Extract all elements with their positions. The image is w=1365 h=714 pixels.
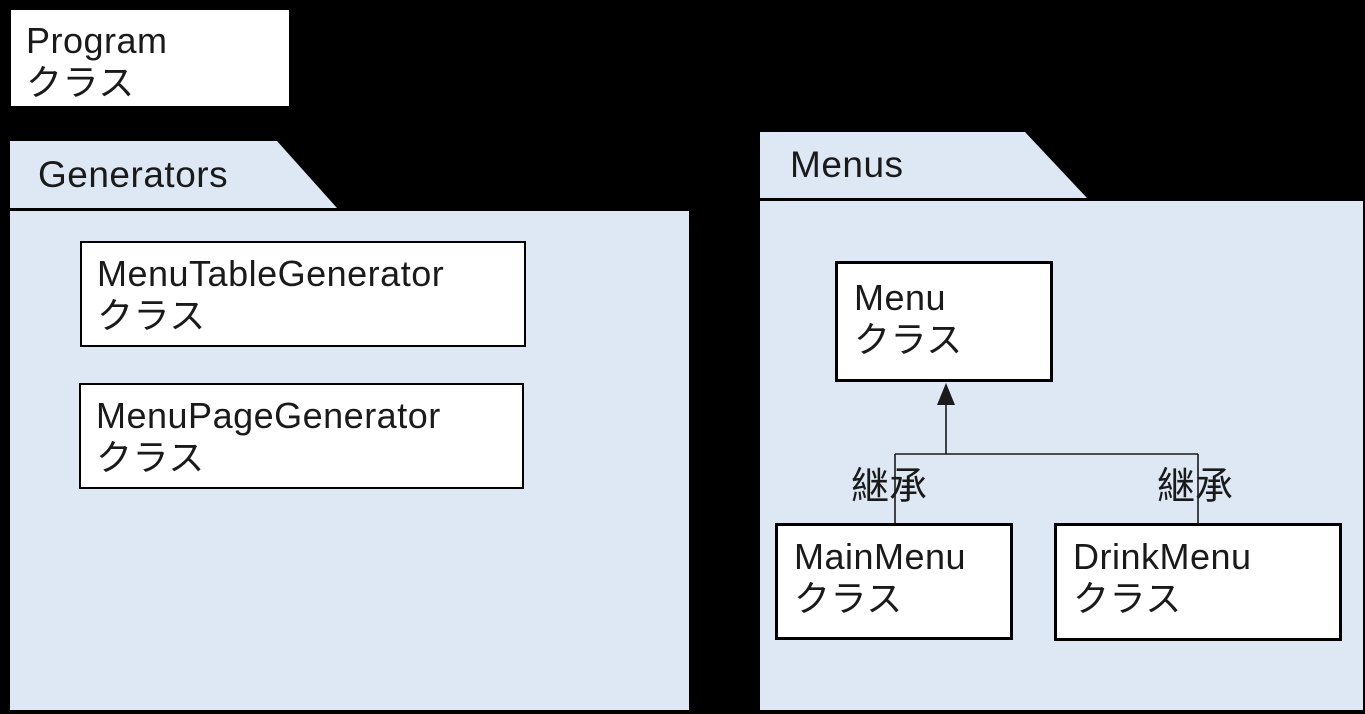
package-tab-menus: Menus: [760, 132, 1087, 198]
class-type-label: クラス: [96, 437, 205, 478]
package-tab-generators: Generators: [10, 141, 337, 208]
class-box-program: Program クラス: [9, 8, 291, 108]
class-box-drinkmenu: DrinkMenu クラス: [1054, 523, 1342, 641]
inheritance-label-right: 継承: [1157, 466, 1234, 508]
class-type-label: クラス: [26, 62, 135, 103]
inheritance-label-left: 継承: [851, 466, 928, 508]
class-box-menu: Menu クラス: [835, 261, 1053, 382]
package-label: Generators: [38, 153, 229, 195]
class-box-menupagegenerator: MenuPageGenerator クラス: [79, 383, 524, 489]
class-name: Menu: [854, 277, 947, 318]
package-label: Menus: [790, 144, 904, 185]
class-box-mainmenu: MainMenu クラス: [775, 523, 1013, 640]
class-name: DrinkMenu: [1073, 536, 1252, 577]
class-type-label: クラス: [97, 295, 206, 336]
class-name: Program: [26, 20, 168, 61]
class-name: MenuPageGenerator: [96, 395, 441, 436]
class-name: MainMenu: [794, 536, 967, 577]
class-type-label: クラス: [794, 578, 903, 619]
class-type-label: クラス: [1073, 578, 1182, 619]
class-box-menutablegenerator: MenuTableGenerator クラス: [80, 241, 526, 347]
class-name: MenuTableGenerator: [97, 253, 445, 294]
class-type-label: クラス: [854, 319, 963, 360]
